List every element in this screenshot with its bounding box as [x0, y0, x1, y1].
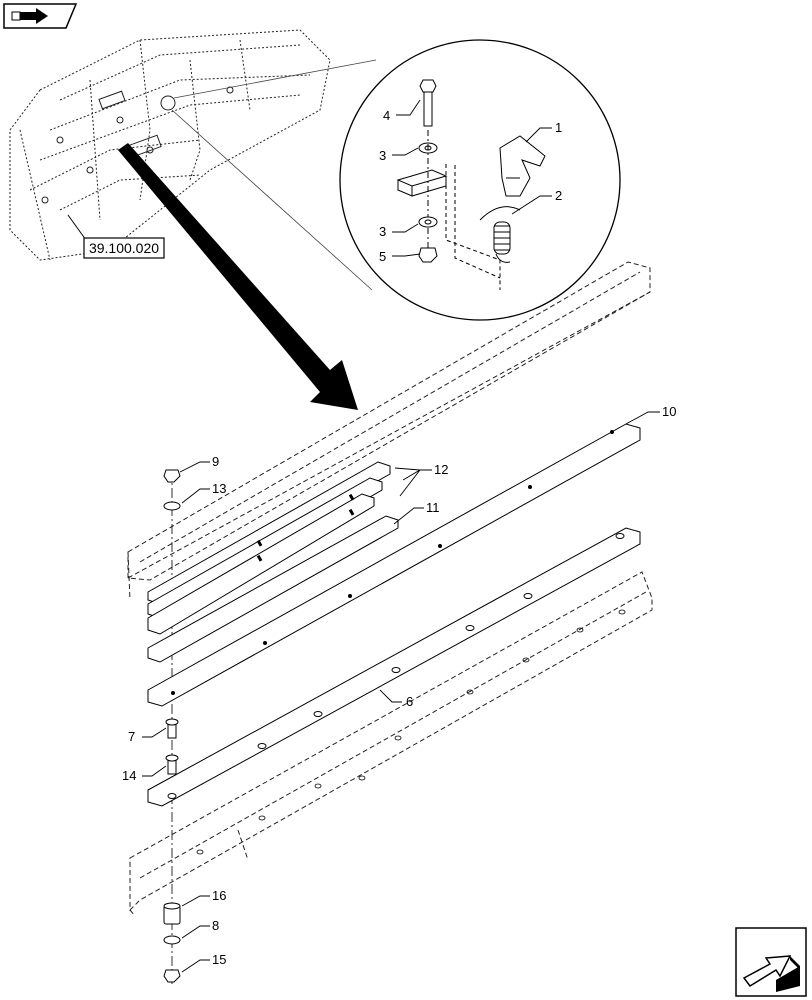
callout-16: 16 — [212, 888, 226, 903]
callout-3-upper: 3 — [379, 148, 386, 163]
callout-11: 11 — [426, 500, 440, 515]
callout-2: 2 — [555, 188, 562, 203]
machine-frame-details — [41, 86, 234, 204]
shim-part — [147, 515, 399, 663]
shim-strips — [147, 461, 391, 635]
forward-arrow-icon — [742, 955, 800, 992]
back-nav-button[interactable] — [3, 3, 78, 29]
outer-rail-lower — [129, 571, 653, 917]
callout-4: 4 — [383, 108, 390, 123]
detail-leaders — [392, 99, 552, 257]
detail-circle — [339, 39, 621, 321]
shim-notches — [256, 493, 355, 562]
plate-part — [147, 527, 641, 807]
outer-rail-upper — [127, 261, 651, 601]
callout-3-lower: 3 — [379, 224, 386, 239]
callout-12: 12 — [434, 462, 448, 477]
spring-part — [479, 206, 521, 263]
rail-holes — [196, 609, 626, 855]
main-leaders — [142, 411, 660, 973]
callout-10: 10 — [662, 404, 676, 419]
machine-frame-overview — [9, 29, 331, 261]
back-arrow-icon — [11, 8, 48, 24]
callout-7: 7 — [128, 729, 135, 744]
bolt-part — [419, 79, 437, 127]
reference-box[interactable]: 39.100.020 — [67, 214, 165, 259]
callout-8: 8 — [212, 918, 219, 933]
callout-5: 5 — [379, 249, 386, 264]
reference-box-label: 39.100.020 — [89, 240, 159, 256]
callout-9: 9 — [212, 454, 219, 469]
forward-nav-button[interactable] — [735, 927, 807, 997]
callout-15: 15 — [212, 952, 226, 967]
detail-parts — [396, 79, 546, 290]
callout-14: 14 — [122, 768, 136, 783]
callout-6: 6 — [406, 694, 413, 709]
latch-part — [499, 135, 546, 197]
pointer-arrow — [118, 143, 358, 410]
callout-13: 13 — [212, 481, 226, 496]
callout-labels: 1 2 3 3 4 5 6 7 8 9 10 11 12 13 14 15 16 — [122, 108, 676, 967]
fasteners — [163, 469, 181, 983]
callout-1: 1 — [555, 120, 562, 135]
